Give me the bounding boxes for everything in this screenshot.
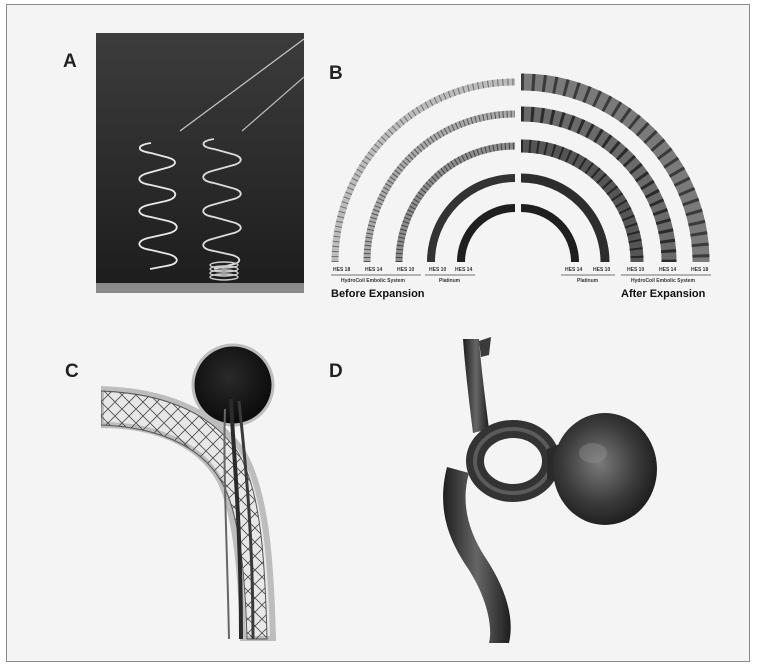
after-expansion-label: After Expansion bbox=[621, 288, 706, 300]
ring-label-left-4: HES 10 bbox=[429, 267, 446, 273]
ring-label-left-2: HES 14 bbox=[365, 267, 382, 273]
group-caption-middle-right: Platinum bbox=[577, 278, 599, 284]
ring-label-right-4: HES 14 bbox=[659, 267, 676, 273]
figure-frame: A B C D bbox=[6, 4, 750, 662]
group-caption-middle-left: Platinum bbox=[439, 278, 461, 284]
panel-label-d: D bbox=[329, 361, 343, 383]
panel-label-c: C bbox=[65, 361, 79, 383]
ring-label-right-1: HES 14 bbox=[565, 267, 582, 273]
panel-label-a: A bbox=[63, 51, 77, 73]
panel-b-expansion-diagram: HES 18 HES 14 HES 10 HES 10 HES 14 HES 1… bbox=[325, 57, 717, 307]
before-expansion-label: Before Expansion bbox=[331, 288, 425, 300]
panel-a-coil-photo bbox=[96, 33, 304, 293]
vessel-3d-image bbox=[427, 337, 675, 643]
ring-label-right-3: HES 10 bbox=[627, 267, 644, 273]
coil-expansion-rings: HES 18 HES 14 HES 10 HES 10 HES 14 HES 1… bbox=[325, 57, 717, 307]
ring-label-left-1: HES 18 bbox=[333, 267, 350, 273]
stent-aneurysm-drawing bbox=[101, 339, 297, 641]
ring-label-left-5: HES 14 bbox=[455, 267, 472, 273]
panel-d-vessel-rendering bbox=[427, 337, 675, 643]
ring-label-left-3: HES 10 bbox=[397, 267, 414, 273]
coil-photo-image bbox=[96, 33, 304, 293]
group-caption-right: HydroCoil Embolic System bbox=[631, 278, 695, 284]
group-caption-left: HydroCoil Embolic System bbox=[341, 278, 405, 284]
panel-c-stent-illustration bbox=[101, 339, 297, 641]
ring-label-right-2: HES 10 bbox=[593, 267, 610, 273]
ring-label-right-5: HES 18 bbox=[691, 267, 708, 273]
